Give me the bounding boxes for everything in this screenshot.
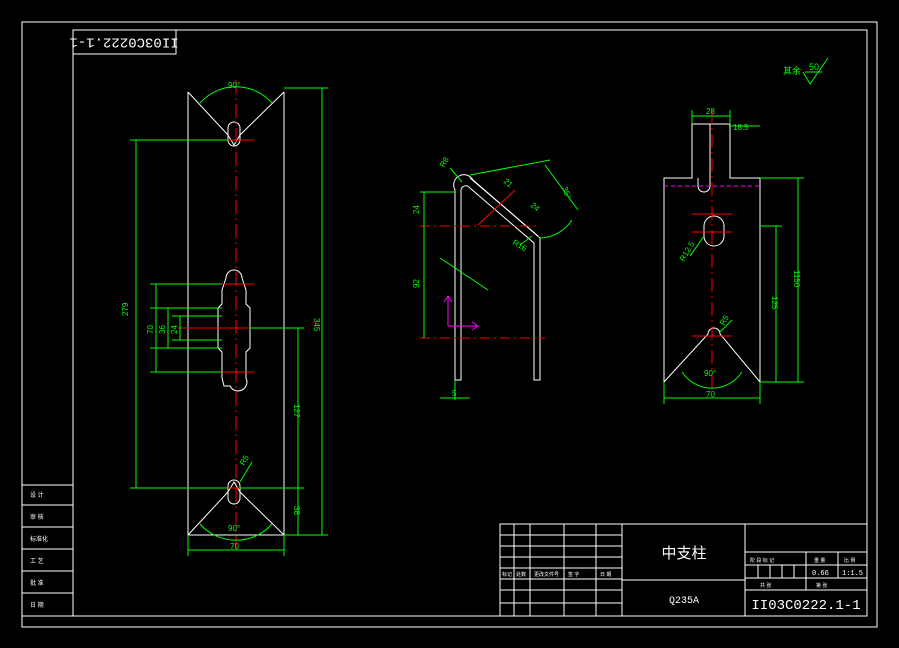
front-radius: R5 [238,453,251,467]
right-height-1150: 1150 [792,270,801,288]
front-angle-top: 90° [228,81,240,90]
front-angle-bottom: 90° [228,524,240,533]
left-label-3: 工 艺 [30,557,44,565]
front-bottom-hole [227,479,241,505]
change-label-1: 处数 [516,571,526,578]
sheet-total: 共 张 [760,582,771,589]
sheet-number: 第 张 [816,582,827,589]
left-label-1: 审 核 [30,513,44,521]
front-middle-slot [217,269,251,392]
front-dim-36: 36 [158,325,167,334]
ucs-icon [443,295,479,331]
left-sign-labels: 设 计 审 核 标准化 工 艺 批 准 日 期 [30,491,48,609]
side-height-92: 92 [412,279,421,288]
right-height-125: 125 [770,296,779,310]
front-width-70: 70 [230,542,239,551]
front-dim-24: 24 [170,325,179,334]
right-note-18: 18.5 [733,123,749,132]
front-dimensions [130,86,328,556]
side-a35: 35° [560,186,573,200]
title-block [499,523,868,617]
right-outline [663,123,761,384]
change-label-2: 更改文件号 [534,571,559,578]
side-dimensions [420,159,579,400]
roughness-value: 50 [809,62,819,72]
change-label-3: 签 字 [568,571,579,578]
header-scale: 比 例 [844,557,855,564]
left-label-4: 批 准 [30,579,44,587]
front-dim-text: 90° 90° 345 279 127 38 70 36 24 R5 70 [121,81,321,551]
right-slot [703,215,725,247]
right-top-tab [697,124,711,193]
right-dim-text: 28 18.5 1150 125 R12.5 R5 90° 70 [678,107,801,399]
right-angle: 90° [704,369,716,378]
change-label-0: 标记 [502,571,512,578]
drawing-number: II03C0222.1-1 [751,598,860,614]
side-d5: 5 [452,389,457,398]
right-dimensions [663,110,804,404]
front-dim-70-slot: 70 [146,325,155,334]
side-d21: 21 [502,177,515,190]
front-bottom-v-notch [187,481,285,536]
title-block-text: 标记 处数 更改文件号 签 字 日 期 中支柱 Q235A 阶 段 标 记 重 … [502,545,863,614]
side-d24: 24 [529,201,542,214]
part-name: 中支柱 [661,545,706,562]
right-width-70: 70 [706,390,715,399]
left-label-0: 设 计 [30,491,44,499]
front-dim-345: 345 [312,318,321,332]
front-dim-127: 127 [292,404,301,418]
side-r8: R8 [438,155,451,169]
roughness-symbol [802,57,829,85]
front-dim-279: 279 [121,302,130,316]
change-label-4: 日 期 [600,572,611,578]
left-label-5: 日 期 [30,601,44,609]
front-view: 90° 90° 345 279 127 38 70 36 24 R5 70 [121,80,328,556]
front-dim-38: 38 [292,506,301,515]
front-top-hole [227,121,241,147]
front-outline [187,92,285,536]
front-top-v-notch [187,91,285,146]
outer-frame [21,21,878,628]
left-sign-table [21,484,74,617]
header-stage: 阶 段 标 记 [750,557,774,564]
side-diag-centerline [477,189,516,226]
side-top-24: 24 [412,205,421,214]
rotated-number-box [72,29,177,55]
weight-value: 0.66 [812,570,829,578]
roughness-note: 其余 [783,65,801,76]
rotated-drawing-number: II03C0222.1-1 [69,33,178,49]
right-width-28: 28 [706,107,715,116]
header-weight: 重 量 [814,557,825,564]
material: Q235A [669,596,699,607]
left-label-2: 标准化 [30,535,48,543]
side-bent-bar [453,174,541,381]
right-r5: R5 [718,313,731,327]
side-view: R8 21 24 35° 24 92 R16 5 [412,155,579,400]
right-view: 28 18.5 1150 125 R12.5 R5 90° 70 [663,107,804,404]
side-inner-bend [469,177,539,237]
inner-frame [72,29,868,617]
scale-value: 1:1.5 [842,570,863,578]
